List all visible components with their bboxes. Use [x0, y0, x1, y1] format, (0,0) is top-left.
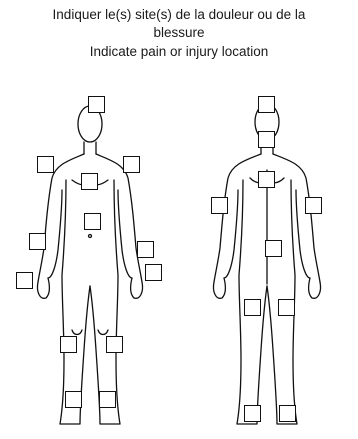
back-right-arm-checkbox[interactable] — [211, 197, 228, 214]
back-body-figure — [213, 104, 320, 424]
front-right-knee-checkbox[interactable] — [60, 336, 77, 353]
front-body-figure — [37, 106, 142, 424]
back-lower-back-checkbox[interactable] — [265, 240, 282, 257]
back-left-ankle-checkbox[interactable] — [279, 405, 296, 422]
back-left-thigh-checkbox[interactable] — [278, 299, 295, 316]
front-right-hand-checkbox[interactable] — [16, 272, 33, 289]
back-right-ankle-checkbox[interactable] — [244, 405, 261, 422]
front-right-ankle-checkbox[interactable] — [65, 391, 82, 408]
front-head-checkbox[interactable] — [88, 96, 105, 113]
front-abdomen-checkbox[interactable] — [84, 213, 101, 230]
back-head-checkbox[interactable] — [258, 96, 275, 113]
front-right-shoulder-checkbox[interactable] — [37, 156, 54, 173]
back-right-thigh-checkbox[interactable] — [244, 299, 261, 316]
back-upper-back-checkbox[interactable] — [258, 171, 275, 188]
front-right-forearm-checkbox[interactable] — [29, 233, 46, 250]
front-left-shoulder-checkbox[interactable] — [123, 156, 140, 173]
back-neck-checkbox[interactable] — [258, 131, 275, 148]
front-left-knee-checkbox[interactable] — [106, 336, 123, 353]
front-left-hand-checkbox[interactable] — [145, 264, 162, 281]
front-left-ankle-checkbox[interactable] — [99, 391, 116, 408]
back-left-arm-checkbox[interactable] — [305, 197, 322, 214]
front-chest-checkbox[interactable] — [81, 173, 98, 190]
front-left-forearm-checkbox[interactable] — [137, 241, 154, 258]
